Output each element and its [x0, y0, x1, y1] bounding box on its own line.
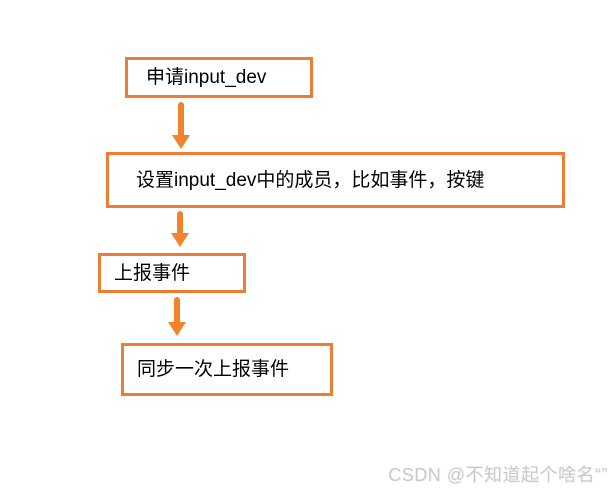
- flow-arrow-down-icon: [172, 102, 190, 149]
- flow-node-label: 申请input_dev: [146, 67, 267, 88]
- arrow-head: [168, 322, 186, 336]
- flow-arrow-down-icon: [171, 211, 189, 247]
- flow-arrow-down-icon: [168, 297, 186, 336]
- csdn-watermark: CSDN @不知道起个啥名“”: [388, 465, 608, 485]
- arrow-head: [171, 233, 189, 247]
- flow-node-apply-input-dev: 申请input_dev: [125, 57, 313, 98]
- arrow-head: [172, 135, 190, 149]
- flow-node-set-input-dev-members: 设置input_dev中的成员，比如事件，按键: [106, 152, 565, 208]
- flow-node-sync-report-event: 同步一次上报事件: [121, 343, 333, 396]
- arrow-stem: [174, 297, 180, 322]
- flow-node-label: 设置input_dev中的成员，比如事件，按键: [136, 169, 485, 191]
- arrow-stem: [178, 102, 184, 135]
- flow-node-label: 同步一次上报事件: [137, 359, 290, 380]
- flow-node-label: 上报事件: [114, 262, 191, 284]
- flow-node-report-event: 上报事件: [98, 253, 246, 293]
- arrow-stem: [177, 211, 183, 233]
